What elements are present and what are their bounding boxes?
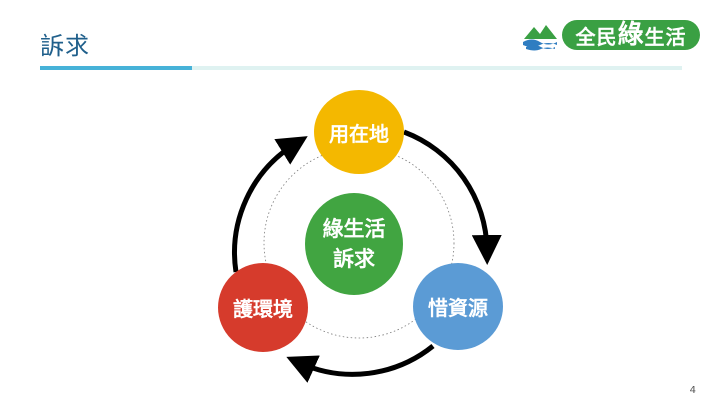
page-number: 4	[689, 385, 696, 396]
logo-text-prefix: 全民	[575, 24, 618, 49]
arrow-top-to-right	[403, 129, 502, 265]
mountain-wave-icon	[523, 18, 557, 52]
center-line-1: 綠生活	[322, 217, 386, 241]
logo-wordmark: 全民綠生活	[562, 20, 700, 50]
inner-dotted-ring	[263, 147, 455, 339]
logo-text-big: 綠	[617, 20, 645, 50]
title-rule	[40, 66, 682, 70]
logo: 全民綠生活	[520, 17, 702, 55]
arrow-left-to-top	[232, 136, 308, 273]
center-line-2: 訴求	[333, 247, 375, 271]
title-rule-accent	[40, 66, 192, 70]
node-use-local: 用在地	[314, 90, 404, 174]
arrow-right-to-left	[286, 344, 435, 383]
title-rule-track	[192, 66, 682, 70]
node-save-resources: 惜資源	[413, 263, 503, 350]
node-center: 綠生活 訴求	[305, 193, 403, 295]
page-title: 訴求	[40, 32, 90, 60]
logo-text-suffix: 生活	[644, 24, 687, 49]
node-protect-environment: 護環境	[218, 263, 308, 352]
